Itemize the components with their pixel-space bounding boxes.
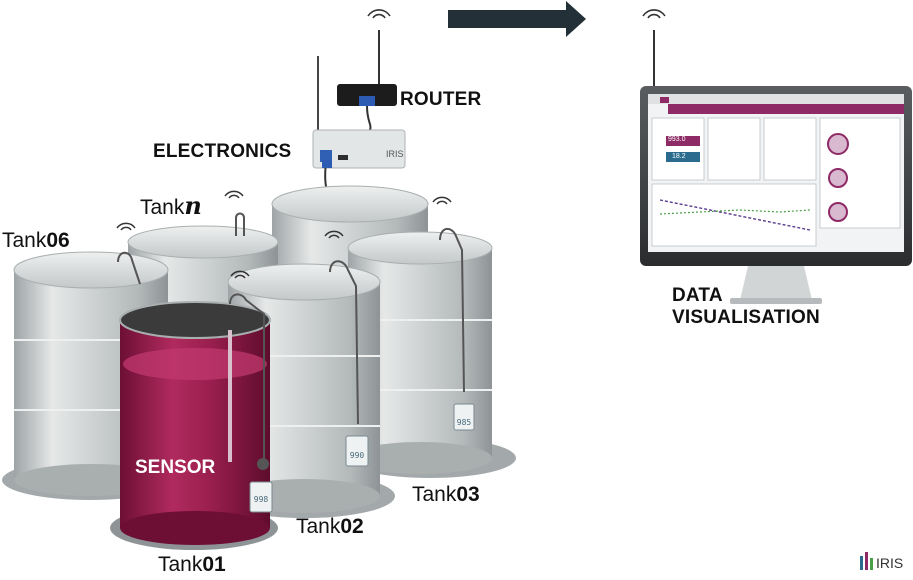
wifi-signal-icon xyxy=(432,196,452,205)
router-label: ROUTER xyxy=(400,89,482,110)
monitor xyxy=(640,30,912,304)
wifi-signal-icon xyxy=(116,222,136,231)
arrow-right-icon xyxy=(448,1,586,37)
wifi-signal-icon xyxy=(324,230,344,239)
sensor-label: SENSOR xyxy=(135,457,216,478)
electronics-box xyxy=(312,56,406,197)
tank-03-reading: 985 xyxy=(456,418,472,427)
device-brand-label: IRIS xyxy=(386,149,404,159)
tank-n-label: Tankn xyxy=(140,191,202,220)
tank-06-label: Tank06 xyxy=(2,229,70,252)
tank-02-label: Tank02 xyxy=(296,515,364,538)
tank-02-reading: 990 xyxy=(349,451,365,460)
wifi-signal-icon xyxy=(230,270,250,279)
tank-01 xyxy=(110,293,278,550)
dashboard-tile-value: 18.2 xyxy=(672,153,686,160)
router-device xyxy=(337,30,397,131)
data-label: DATA xyxy=(672,285,723,306)
wifi-signal-icon xyxy=(367,9,391,19)
wifi-signal-icon xyxy=(224,190,244,199)
dashboard-tile-value: 993.0 xyxy=(668,136,686,143)
iris-logo-icon xyxy=(860,552,873,570)
wifi-signal-icon xyxy=(642,9,666,19)
tank-01-label: Tank01 xyxy=(158,553,226,576)
tank-03-label: Tank03 xyxy=(412,483,480,506)
tank-01-reading: 998 xyxy=(253,495,269,504)
brand-name: IRIS xyxy=(876,555,904,571)
electronics-label: ELECTRONICS xyxy=(153,141,292,162)
visualisation-label: VISUALISATION xyxy=(672,307,820,328)
